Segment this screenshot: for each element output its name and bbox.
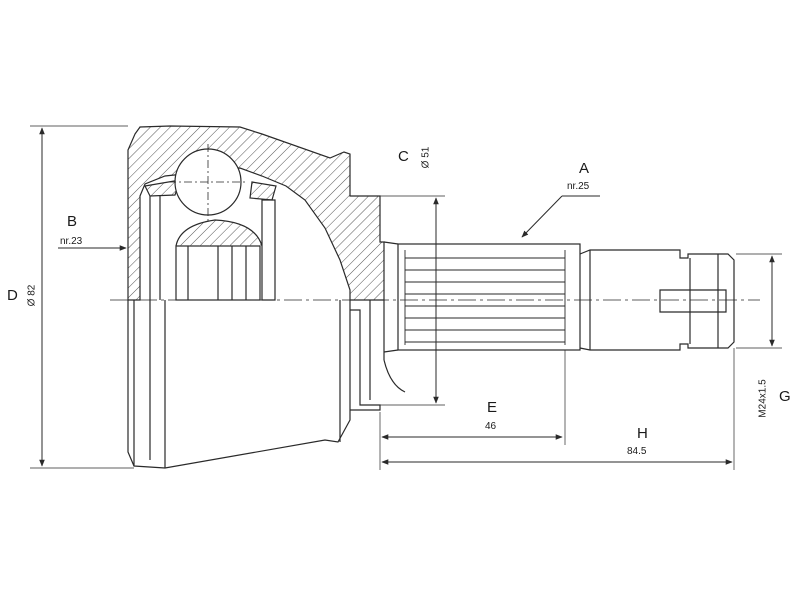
dim-letter-d: D (7, 287, 18, 304)
dim-value-b: nr.23 (60, 236, 83, 247)
dim-value-h: 84.5 (627, 446, 647, 457)
housing-section-upper (127, 125, 385, 301)
dim-value-d: Ø 82 (26, 284, 38, 307)
dim-value-c: Ø 51 (420, 146, 432, 169)
dim-letter-g: G (779, 388, 791, 405)
dim-letter-e: E (487, 399, 498, 416)
spline-lines (404, 250, 566, 345)
dim-letter-c: C (398, 148, 409, 165)
dim-value-g: M24x1.5 (757, 379, 769, 418)
dim-letter-h: H (637, 425, 648, 442)
dim-value-a: nr.25 (567, 181, 590, 192)
dim-letter-a: A (579, 160, 590, 177)
housing-exterior-lower (127, 300, 351, 469)
dim-letter-b: B (67, 213, 78, 230)
dim-value-e: 46 (485, 421, 497, 432)
spline-shaft (397, 243, 581, 351)
